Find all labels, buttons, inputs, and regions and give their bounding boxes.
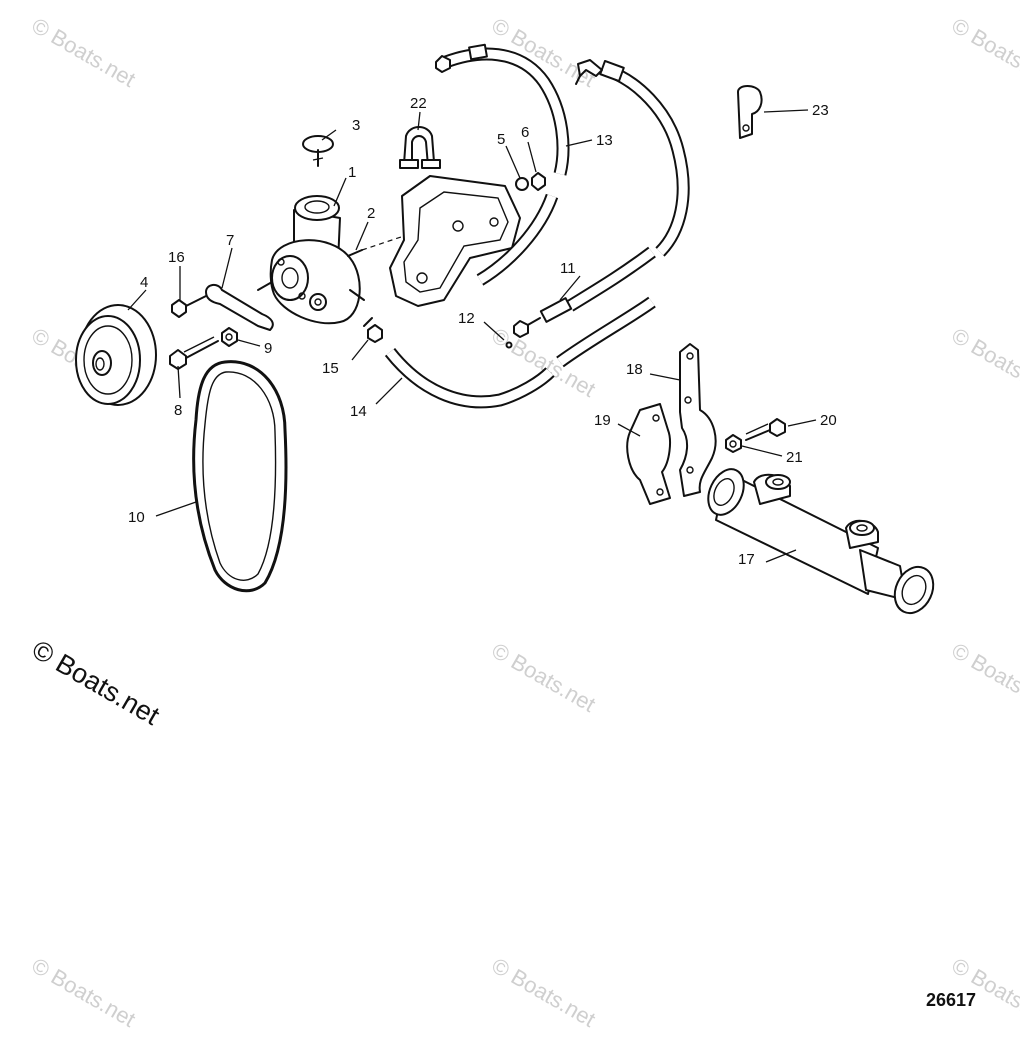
callout-17: 17 bbox=[738, 551, 755, 568]
callout-12: 12 bbox=[458, 310, 475, 327]
bracket-arm-part bbox=[205, 284, 274, 331]
callout-2: 2 bbox=[367, 205, 375, 222]
return-hose-part bbox=[575, 59, 690, 257]
watermark: © Boats.net bbox=[948, 638, 1020, 717]
hose-assembly-part bbox=[513, 246, 656, 338]
callout-11: 11 bbox=[560, 260, 576, 277]
hose-clamp-part bbox=[399, 126, 441, 169]
callout-13: 13 bbox=[596, 132, 613, 149]
oil-cooler-part bbox=[707, 468, 935, 615]
short-bolt-part bbox=[171, 295, 207, 318]
cooler-hose-part bbox=[384, 296, 656, 409]
long-bolt-part bbox=[169, 336, 219, 370]
pulley-part bbox=[75, 304, 157, 406]
washer-part bbox=[515, 177, 529, 191]
o-ring-part bbox=[505, 341, 513, 349]
callout-16: 16 bbox=[168, 249, 185, 266]
fitting-nut-part bbox=[531, 172, 546, 191]
callout-10: 10 bbox=[128, 509, 145, 526]
callout-23: 23 bbox=[812, 102, 829, 119]
callout-9: 9 bbox=[264, 340, 272, 357]
cooler-clamp-half-part bbox=[626, 403, 671, 505]
callout-7: 7 bbox=[226, 232, 234, 249]
callout-4: 4 bbox=[140, 274, 148, 291]
cooler-bracket-part bbox=[679, 343, 717, 497]
watermark: © Boats.net bbox=[948, 13, 1020, 92]
p-clip-part bbox=[737, 85, 763, 139]
callout-14: 14 bbox=[350, 403, 367, 420]
reservoir-cap-part bbox=[302, 135, 334, 167]
clamp-bolt-part bbox=[745, 418, 786, 441]
callout-15: 15 bbox=[322, 360, 339, 377]
watermark: © Boats.net bbox=[488, 953, 600, 1032]
callout-8: 8 bbox=[174, 402, 182, 419]
callout-5: 5 bbox=[497, 131, 505, 148]
callout-20: 20 bbox=[820, 412, 837, 429]
clamp-nut-part bbox=[725, 434, 742, 453]
nut-part bbox=[221, 327, 238, 347]
figure-number: 26617 bbox=[926, 990, 976, 1010]
leader-lines bbox=[127, 109, 817, 563]
watermark: © Boats.net bbox=[488, 323, 600, 402]
power-steering-pump-part bbox=[257, 195, 365, 325]
callout-18: 18 bbox=[626, 361, 643, 378]
watermark: © Boats.net bbox=[488, 638, 600, 717]
drive-belt-part bbox=[192, 360, 288, 593]
watermark: © Boats.net bbox=[28, 13, 140, 92]
watermark: © Boats.net bbox=[948, 323, 1020, 402]
mounting-bracket-part bbox=[389, 175, 521, 307]
watermark-prominent: © Boats.net bbox=[27, 634, 165, 731]
callout-6: 6 bbox=[521, 124, 529, 141]
callout-3: 3 bbox=[352, 117, 360, 134]
pump-stud-part bbox=[347, 249, 363, 257]
watermark: © Boats.net bbox=[28, 953, 140, 1032]
hose-fitting-part bbox=[363, 317, 383, 343]
callout-1: 1 bbox=[348, 164, 356, 181]
pressure-hose-part bbox=[435, 43, 570, 286]
callout-21: 21 bbox=[786, 449, 803, 466]
callout-19: 19 bbox=[594, 412, 611, 429]
callout-22: 22 bbox=[410, 95, 427, 112]
